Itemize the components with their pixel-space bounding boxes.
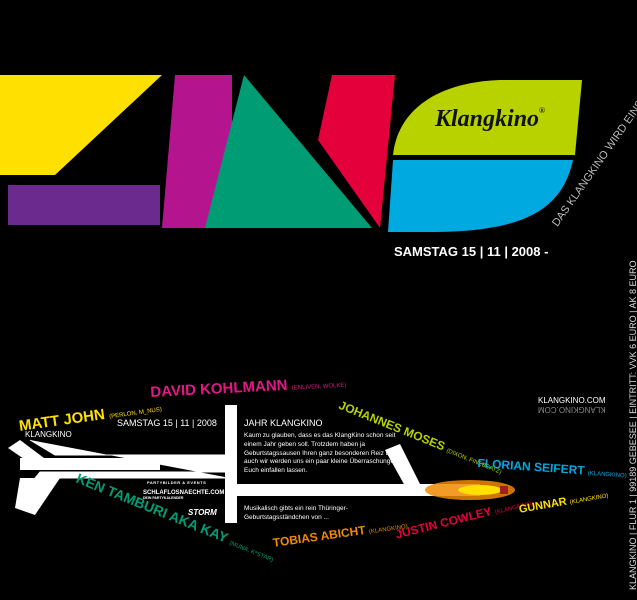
sponsor-schlaflos-name: SCHLAFLOSNAECHTE.COM xyxy=(143,490,225,496)
map-label-heizhaus: HEIZHAUS xyxy=(70,463,111,472)
purple-shape xyxy=(8,185,160,225)
jahr-text: Kaum zu glauben, dass es das KlangKino s… xyxy=(244,432,407,475)
sponsor-schlaflos: SCHLAFLOSNAECHTE.COM DEIN PARTYKALENDER xyxy=(143,490,224,500)
road-diagonal-right xyxy=(385,444,420,486)
magenta-shape xyxy=(162,75,232,228)
road-diagonal-left xyxy=(8,440,60,470)
green-shape xyxy=(205,75,372,228)
brand-mark: ® xyxy=(539,106,546,115)
map-label-klangkino: KLANGKINO xyxy=(25,430,72,439)
jahr-title: JAHR KLANGKINO xyxy=(244,418,323,428)
lime-shape xyxy=(393,80,582,155)
lineup-tag: (ENLIVEN, WOLKE) xyxy=(291,382,347,392)
sponsor-storm: STORM xyxy=(188,508,217,517)
match-head xyxy=(500,486,508,494)
date-banner: SAMSTAG 15 | 11 | 2008 - xyxy=(394,244,549,259)
brand-name: Klangkino xyxy=(435,106,540,132)
map-date: SAMSTAG 15 | 11 | 2008 xyxy=(117,418,217,428)
brand-logo: Klangkino® xyxy=(435,106,545,133)
yellow-shape xyxy=(0,75,162,175)
sponsor-schlaflos-sub: DEIN PARTYKALENDER xyxy=(143,496,184,500)
cyan-shape xyxy=(388,160,573,232)
road-branch-left xyxy=(15,478,60,515)
red-shape xyxy=(318,75,395,228)
lineup-tag: (KLANGKINO) xyxy=(587,470,627,480)
sponsor-vollsteif: vollsteif.de PARTYBILDER & EVENTS xyxy=(147,470,206,485)
flame-core xyxy=(458,485,502,495)
road-right xyxy=(230,484,480,496)
url-top: KLANGKINO.COM xyxy=(538,396,606,405)
sponsor-vollsteif-sub: PARTYBILDER & EVENTS xyxy=(147,480,207,485)
sponsor-vollsteif-name: vollsteif.de xyxy=(147,470,195,480)
musik-text: Musikalisch gibts ein rein Thüringer-Geb… xyxy=(244,505,348,521)
